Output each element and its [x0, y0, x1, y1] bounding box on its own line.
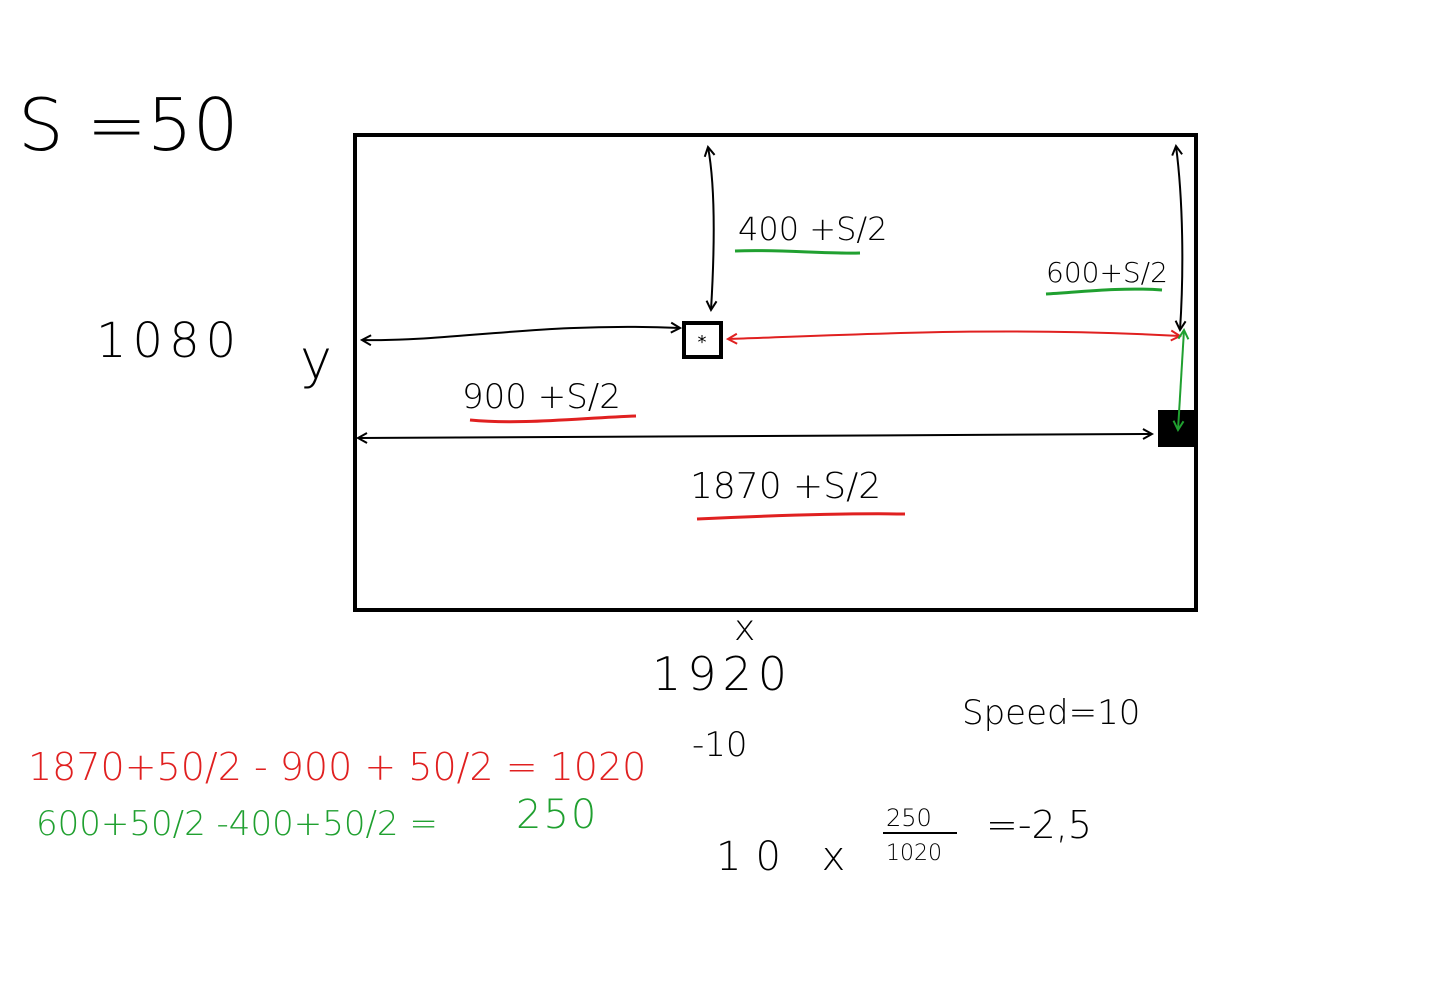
equation-green-value: 250 — [516, 792, 598, 838]
fraction-denominator: 1020 — [886, 841, 942, 866]
size-definition: S =50 — [18, 83, 239, 167]
y-axis-label: y — [300, 328, 332, 391]
label-left-offset: 900 +S/2 — [462, 377, 621, 417]
black-square — [1158, 410, 1194, 447]
equation-red: 1870+50/2 - 900 + 50/2 = 1020 — [28, 745, 646, 789]
speed-label: Speed=10 — [962, 693, 1140, 733]
underline-red-full — [696, 512, 906, 521]
target-star-icon: * — [698, 332, 707, 353]
arrow-green-vertical — [1178, 330, 1184, 430]
equation-red-result: -10 — [692, 725, 748, 765]
width-label: 1920 — [652, 647, 793, 701]
underline-green-target — [734, 249, 861, 255]
label-right-top: 600+S/2 — [1046, 256, 1168, 289]
x-axis-label: x — [734, 608, 755, 649]
screen-rectangle — [353, 133, 1198, 612]
arrow-vertical-right — [1176, 146, 1182, 330]
label-target-top: 400 +S/2 — [738, 210, 888, 248]
arrow-full-width — [358, 434, 1152, 438]
arrow-left-to-target — [362, 327, 680, 340]
underline-green-right — [1045, 287, 1163, 296]
fraction-numerator: 250 — [886, 804, 932, 832]
equation-green: 600+50/2 -400+50/2 = — [36, 804, 438, 844]
equation-factor: 10 x — [716, 834, 859, 880]
height-label: 1080 — [96, 313, 242, 369]
equation-result: =-2,5 — [986, 803, 1092, 847]
arrow-vertical-target — [708, 147, 714, 310]
label-full-width: 1870 +S/2 — [690, 466, 881, 507]
target-square — [682, 321, 723, 359]
underline-red-left — [469, 414, 637, 424]
arrow-red-horizontal — [728, 331, 1180, 339]
